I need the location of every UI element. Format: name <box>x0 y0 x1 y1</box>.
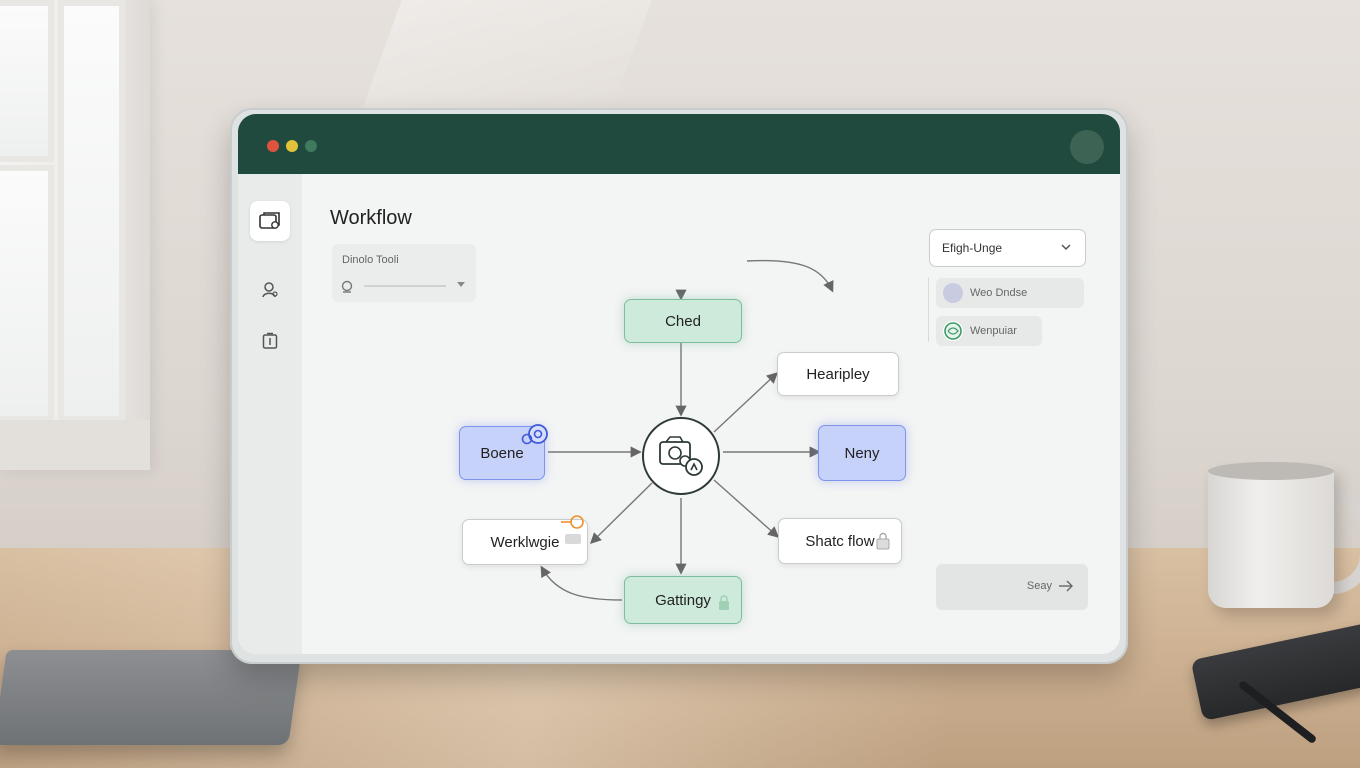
clipboard-icon <box>262 332 278 349</box>
edge-hub-upperright <box>713 372 779 433</box>
titlebar <box>238 114 1120 174</box>
panel-item-label: Weo Dndse <box>970 287 1028 299</box>
coffee-mug <box>1208 466 1334 608</box>
node-label: Shatc flow <box>805 532 875 550</box>
edge-hub-lowerright <box>713 479 780 538</box>
filter-dropdown[interactable]: Efigh-Unge <box>929 229 1086 267</box>
plug-icon <box>561 515 584 544</box>
green-globe-icon <box>943 321 963 341</box>
dropdown-selected-value: Efigh-Unge <box>942 241 1003 255</box>
minimize-window-button[interactable] <box>286 140 298 152</box>
cards-icon <box>259 212 280 229</box>
tool-slider-track[interactable] <box>364 285 446 287</box>
camera-gear-icon <box>659 436 703 476</box>
panel-divider <box>928 278 929 342</box>
chevron-down-icon <box>1061 244 1071 251</box>
node-lower-left[interactable]: Werklwgie <box>462 515 588 565</box>
window-pane <box>58 0 125 422</box>
caret-down-icon[interactable] <box>457 282 465 287</box>
lock-icon <box>719 595 729 610</box>
room-window <box>0 0 150 470</box>
tool-panel[interactable]: Dinolo Tooli <box>332 244 476 302</box>
tool-panel-label: Dinolo Tooli <box>342 254 399 266</box>
node-upper-right[interactable]: Hearipley <box>777 352 899 396</box>
monitor: Workflow Dinolo Tooli <box>230 108 1128 664</box>
edge-top-upperright <box>746 259 834 293</box>
user-icon <box>262 282 278 298</box>
search-icon <box>341 280 353 293</box>
arrow-right-icon <box>1059 580 1073 592</box>
gear-icon <box>521 424 548 445</box>
circle-avatar-icon <box>943 283 963 303</box>
app-window: Workflow Dinolo Tooli <box>238 114 1120 654</box>
sidebar-item-documents[interactable] <box>250 321 290 361</box>
sidebar-item-workflows[interactable] <box>250 201 290 241</box>
window-pane <box>0 0 54 162</box>
save-button-label: Seay <box>1026 580 1052 592</box>
page-title: Workflow <box>330 207 412 229</box>
node-label: Boene <box>480 444 524 462</box>
node-left[interactable]: Boene <box>459 424 548 480</box>
mug-rim <box>1208 462 1334 480</box>
edge-hub-lowerleft <box>590 482 653 544</box>
node-label: Werklwgie <box>490 533 560 551</box>
node-top[interactable]: Ched <box>624 299 742 343</box>
node-bottom[interactable]: Gattingy <box>624 576 742 624</box>
main-content: Workflow Dinolo Tooli <box>302 174 1120 654</box>
sidebar-item-users[interactable] <box>250 270 290 310</box>
node-lower-right[interactable]: Shatc flow <box>778 518 902 564</box>
edge-bottom-lowerleft <box>540 565 623 601</box>
node-label: Hearipley <box>806 365 870 383</box>
maximize-window-button[interactable] <box>305 140 317 152</box>
panel-item-label: Wenpuiar <box>970 325 1017 337</box>
node-label: Neny <box>844 444 880 462</box>
lock-icon <box>876 532 890 550</box>
sidebar <box>238 174 303 654</box>
profile-avatar[interactable] <box>1070 130 1104 164</box>
close-window-button[interactable] <box>267 140 279 152</box>
node-label: Gattingy <box>655 591 711 609</box>
panel-item[interactable]: Weo Dndse <box>936 278 1084 308</box>
workflow-hub[interactable] <box>642 417 720 495</box>
window-pane <box>0 165 54 422</box>
panel-item[interactable]: Wenpuiar <box>936 316 1042 346</box>
save-button[interactable]: Seay <box>936 564 1088 610</box>
window-sill <box>0 420 150 470</box>
wall-light <box>358 0 652 120</box>
node-label: Ched <box>665 312 701 330</box>
laptop-closed <box>0 650 302 745</box>
node-right[interactable]: Neny <box>818 425 906 481</box>
